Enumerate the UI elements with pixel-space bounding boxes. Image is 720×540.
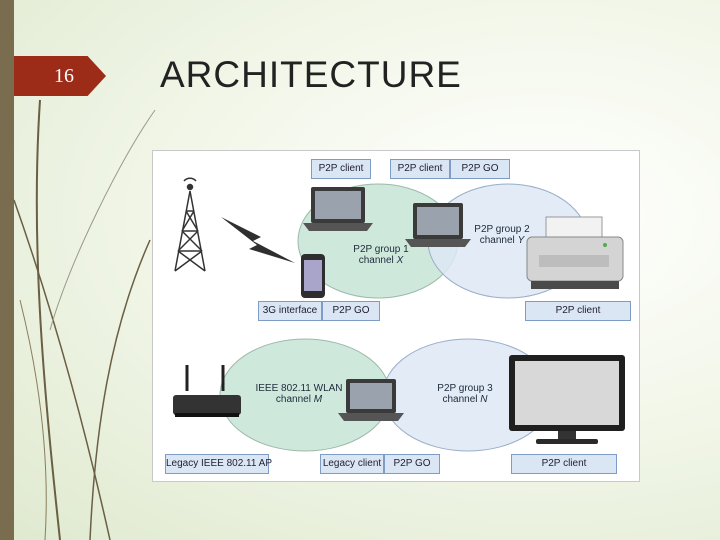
router-icon [173,365,241,417]
architecture-diagram: P2P client P2P client P2P GO P2P group 1… [152,150,640,482]
label-p2p-client-top-mid: P2P client [390,159,450,179]
wlan-channel-line: channel M [275,394,323,405]
label-p2p-client-top-left: P2P client [311,159,371,179]
label-p2p-go-mid: P2P GO [322,301,380,321]
label-3g-interface: 3G interface [258,301,322,321]
p2p-group3-channel-line: channel N [442,394,488,405]
page-title: ARCHITECTURE [160,54,462,95]
p2p-group3-text: P2P group 3 channel N [430,383,500,405]
left-accent-bar [0,0,14,540]
p2p-group1-channel-line: channel X [358,255,404,266]
smartphone-icon [301,254,325,298]
p2p-group3-channel: N [480,394,488,405]
label-p2p-go-bottom: P2P GO [384,454,440,474]
p2p-group2-name: P2P group 2 [474,224,530,235]
wlan-channel: M [313,394,323,405]
diagram-graphics [173,177,625,452]
laptop-icon [405,203,471,247]
cell-tower-icon [174,177,206,272]
p2p-group3-name: P2P group 3 [437,383,493,394]
p2p-group2-channel-line: channel Y [479,235,525,246]
p2p-group2-text: P2P group 2 channel Y [467,224,537,246]
laptop-icon [338,379,404,421]
label-legacy-client: Legacy client [320,454,384,474]
decorative-lines [13,99,156,540]
p2p-group1-text: P2P group 1 channel X [339,244,423,266]
wlan-text: IEEE 802.11 WLAN channel M [253,383,345,405]
label-p2p-client-printer: P2P client [525,301,631,321]
printer-icon [526,216,624,289]
label-p2p-client-tv: P2P client [511,454,617,474]
wlan-name: IEEE 802.11 WLAN [255,383,343,394]
p2p-group1-channel: X [396,255,404,266]
monitor-icon [509,355,625,444]
lightning-icon [221,217,295,263]
label-p2p-go-top: P2P GO [450,159,510,179]
slide-number-badge: 16 [14,56,106,96]
p2p-group2-channel: Y [517,235,525,246]
laptop-icon [303,187,373,231]
label-legacy-ap: Legacy IEEE 802.11 AP [165,454,272,474]
slide-number: 16 [54,65,74,87]
p2p-group1-name: P2P group 1 [353,244,409,255]
